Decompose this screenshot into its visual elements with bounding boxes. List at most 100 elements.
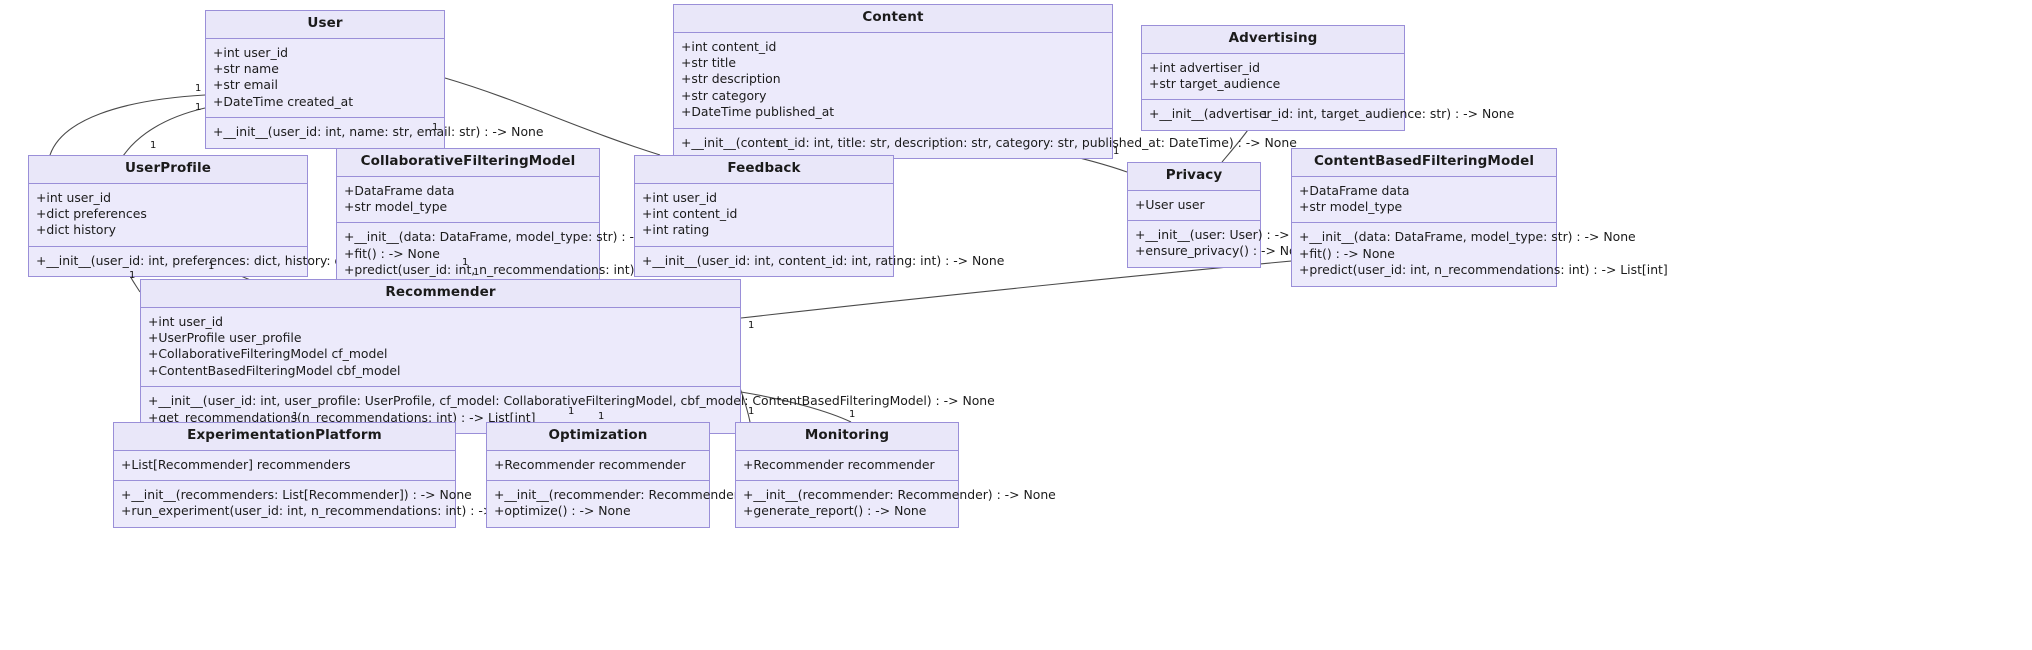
uml-method: +generate_report() : -> None	[743, 503, 927, 519]
uml-method: +optimize() : -> None	[494, 503, 631, 519]
uml-class-title: ContentBasedFilteringModel	[1292, 149, 1556, 177]
uml-attribute: +List[Recommender] recommenders	[121, 456, 351, 472]
uml-class-attributes: +User user	[1128, 190, 1260, 221]
uml-method: +fit() : -> None	[1299, 245, 1395, 261]
uml-method: +__init__(user_id: int, name: str, email…	[213, 124, 544, 140]
uml-attribute: +Recommender recommender	[494, 456, 686, 472]
multiplicity-label: 1	[292, 411, 299, 422]
uml-method: +run_experiment(user_id: int, n_recommen…	[121, 503, 604, 519]
uml-attribute: +int content_id	[642, 205, 738, 221]
uml-class-advertising[interactable]: Advertising+int advertiser_id+str target…	[1141, 25, 1515, 131]
uml-method: +__init__(recommender: Recommender) : ->…	[494, 486, 807, 502]
uml-class-attributes: +DataFrame data+str model_type	[337, 176, 599, 224]
multiplicity-label: 1	[195, 102, 202, 113]
uml-class-methods: +__init__(recommender: Recommender) : ->…	[487, 480, 807, 527]
uml-method: +get_recommendations(n_recommendations: …	[148, 409, 536, 425]
uml-class-methods: +__init__(recommenders: List[Recommender…	[114, 480, 604, 527]
uml-method: +__init__(recommender: Recommender) : ->…	[743, 486, 1056, 502]
uml-attribute: +str title	[681, 54, 736, 70]
uml-method: +__init__(advertiser_id: int, target_aud…	[1149, 106, 1515, 122]
uml-attribute: +DataFrame data	[344, 182, 455, 198]
uml-class-user[interactable]: User+int user_id+str name+str email+Date…	[205, 10, 544, 149]
uml-attribute: +str category	[681, 87, 767, 103]
uml-class-title: ExperimentationPlatform	[114, 423, 455, 451]
uml-class-methods: +__init__(content_id: int, title: str, d…	[674, 128, 1297, 158]
uml-attribute: +int user_id	[148, 313, 224, 329]
multiplicity-label: 1	[598, 411, 605, 422]
multiplicity-label: 1	[129, 270, 136, 281]
uml-class-attributes: +Recommender recommender	[736, 450, 958, 481]
multiplicity-label: 1	[748, 320, 755, 331]
uml-class-attributes: +int content_id+str title+str descriptio…	[674, 32, 1112, 129]
uml-attribute: +DateTime published_at	[681, 104, 835, 120]
uml-attribute: +Recommender recommender	[743, 456, 935, 472]
uml-class-title: Content	[674, 5, 1112, 33]
uml-class-title: User	[206, 11, 444, 39]
multiplicity-label: 1	[775, 139, 782, 150]
uml-class-content[interactable]: Content+int content_id+str title+str des…	[673, 4, 1297, 159]
uml-class-title: Recommender	[141, 280, 740, 308]
uml-class-feedback[interactable]: Feedback +int user_id+int content_id+int …	[634, 155, 1005, 278]
uml-class-title: Advertising	[1142, 26, 1404, 54]
uml-class-title: Optimization	[487, 423, 709, 451]
multiplicity-label: 1	[1262, 110, 1269, 121]
association-edge	[49, 94, 206, 156]
uml-attribute: +dict history	[36, 222, 116, 238]
uml-class-title: Monitoring	[736, 423, 958, 451]
uml-class-title: Privacy	[1128, 163, 1260, 191]
uml-attribute: +int user_id	[213, 44, 289, 60]
uml-class-optimization[interactable]: Optimization +Recommender recommender +__i…	[486, 422, 807, 528]
uml-method: +predict(user_id: int, n_recommendations…	[1299, 262, 1668, 278]
uml-class-title: Feedback	[635, 156, 893, 184]
uml-method: +ensure_privacy() : -> None	[1135, 243, 1313, 259]
uml-class-title: UserProfile	[29, 156, 307, 184]
uml-class-methods: +__init__(recommender: Recommender) : ->…	[736, 480, 1056, 527]
multiplicity-label: 1	[473, 267, 480, 278]
uml-class-methods: +__init__(user_id: int, name: str, email…	[206, 118, 544, 148]
uml-method: +__init__(user_id: int, content_id: int,…	[642, 252, 1005, 268]
uml-method: +fit() : -> None	[344, 245, 440, 261]
uml-attribute: +str email	[213, 77, 278, 93]
uml-method: +__init__(user_id: int, preferences: dic…	[36, 252, 426, 268]
uml-class-attributes: +int advertiser_id+str target_audience	[1142, 53, 1404, 101]
multiplicity-label: 1	[208, 261, 215, 272]
uml-class-methods: +__init__(user: User) : -> None+ensure_p…	[1128, 220, 1326, 267]
multiplicity-label: 1	[849, 409, 856, 420]
uml-class-methods: +__init__(data: DataFrame, model_type: s…	[1292, 223, 1668, 286]
uml-class-methods: +__init__(advertiser_id: int, target_aud…	[1142, 100, 1515, 130]
uml-attribute: +DataFrame data	[1299, 182, 1410, 198]
uml-class-attributes: +int user_id+str name+str email+DateTime…	[206, 38, 444, 119]
uml-class-userprofile[interactable]: UserProfile+int user_id+dict preferences…	[28, 155, 426, 278]
uml-class-privacy[interactable]: Privacy +User user +__init__(user: User) :…	[1127, 162, 1326, 268]
uml-attribute: +dict preferences	[36, 205, 147, 221]
uml-method: +__init__(content_id: int, title: str, d…	[681, 134, 1297, 150]
uml-class-methods: +__init__(user_id: int, content_id: int,…	[635, 246, 1005, 277]
uml-method: +__init__(data: DataFrame, model_type: s…	[344, 229, 681, 245]
uml-class-title: CollaborativeFilteringModel	[337, 149, 599, 177]
uml-attribute: +str description	[681, 71, 781, 87]
uml-attribute: +int user_id	[642, 189, 718, 205]
uml-class-cbfmodel[interactable]: ContentBasedFilteringModel +DataFrame dat…	[1291, 148, 1668, 287]
uml-class-monitoring[interactable]: Monitoring +Recommender recommender +__ini…	[735, 422, 1056, 528]
uml-attribute: +int rating	[642, 222, 710, 238]
uml-attribute: +DateTime created_at	[213, 93, 354, 109]
uml-attribute: +int content_id	[681, 38, 777, 54]
uml-class-attributes: +List[Recommender] recommenders	[114, 450, 455, 481]
uml-class-attributes: +Recommender recommender	[487, 450, 709, 481]
uml-method: +predict(user_id: int, n_recommendations…	[344, 262, 713, 278]
multiplicity-label: 1	[748, 406, 755, 417]
uml-class-experimentation[interactable]: ExperimentationPlatform +List[Recommender…	[113, 422, 604, 528]
uml-attribute: +User user	[1135, 196, 1205, 212]
multiplicity-label: 1	[150, 140, 157, 151]
uml-attribute: +str target_audience	[1149, 75, 1281, 91]
uml-class-recommender[interactable]: Recommender+int user_id+UserProfile user…	[140, 279, 995, 434]
uml-method: +__init__(data: DataFrame, model_type: s…	[1299, 229, 1636, 245]
uml-method: +__init__(user_id: int, user_profile: Us…	[148, 393, 995, 409]
uml-method: +__init__(user: User) : -> None	[1135, 226, 1326, 242]
multiplicity-label: 1	[568, 406, 575, 417]
uml-class-attributes: +int user_id+UserProfile user_profile+Co…	[141, 307, 740, 388]
uml-attribute: +int advertiser_id	[1149, 59, 1260, 75]
uml-class-cfmodel[interactable]: CollaborativeFilteringModel+DataFrame da…	[336, 148, 713, 287]
multiplicity-label: 1	[195, 83, 202, 94]
